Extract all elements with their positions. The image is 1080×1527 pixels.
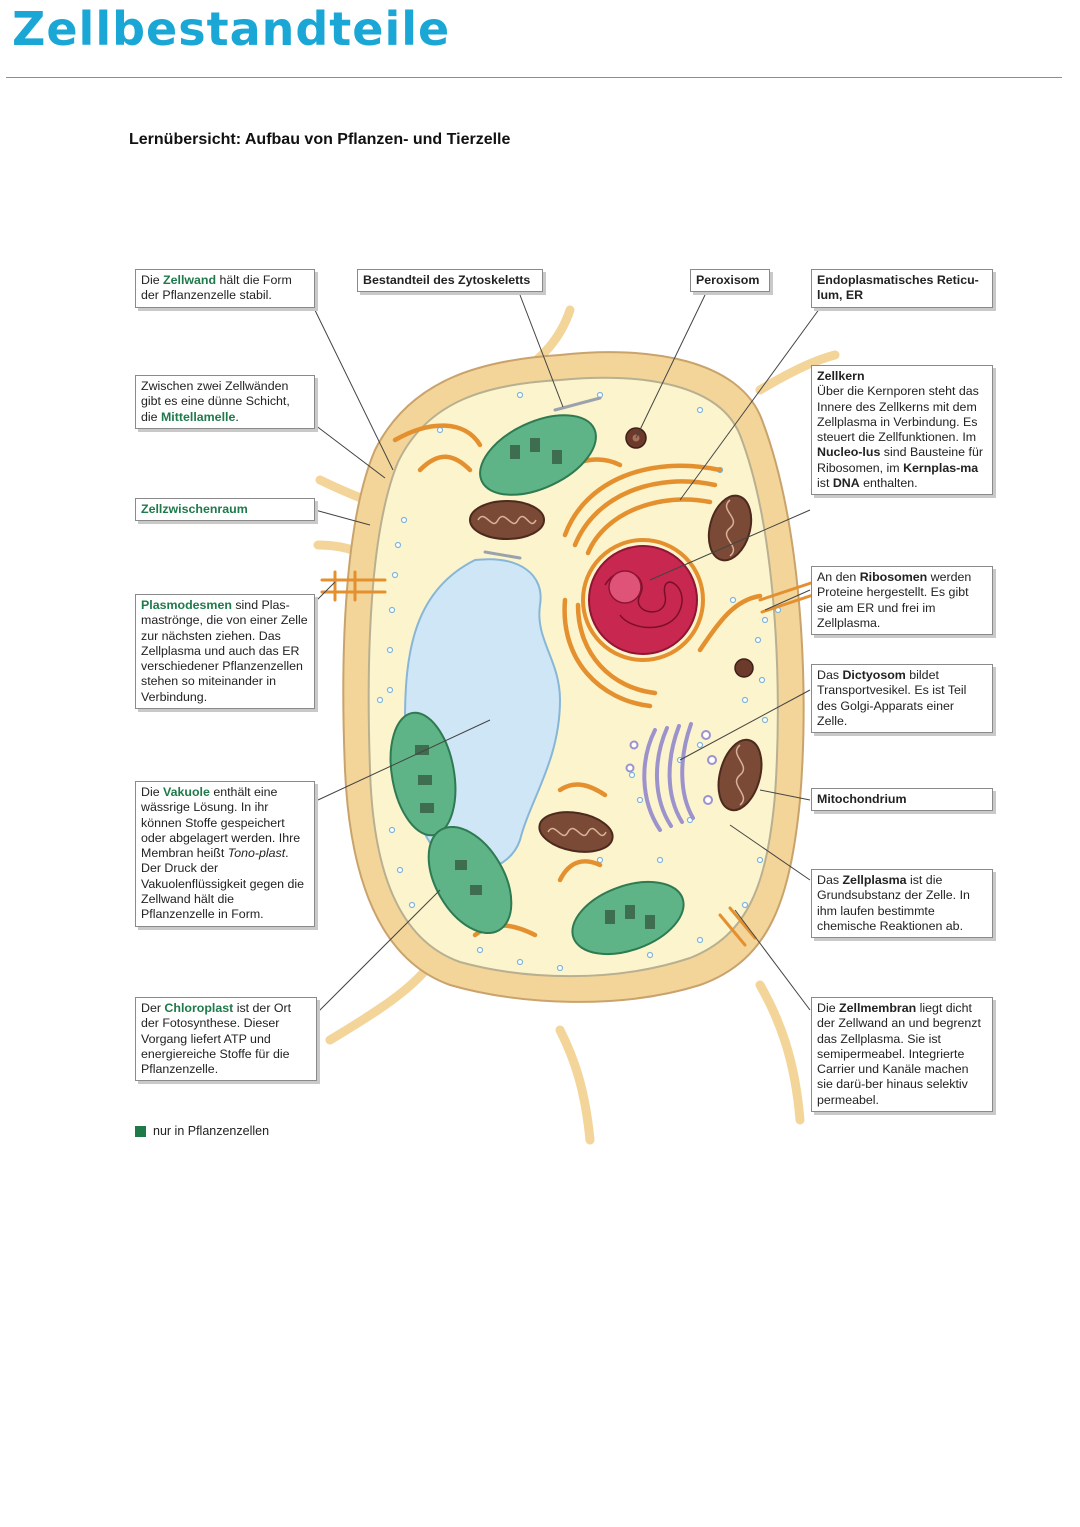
mitochondria [469, 494, 763, 853]
label-zellkern-b3: DNA [832, 476, 860, 491]
label-zellkern-t1: Über die Kernporen steht das Innere des … [817, 384, 979, 445]
label-zellwand: Die Zellwand hält die Form der Pflanzenz… [135, 269, 315, 308]
title-divider [6, 77, 1062, 78]
label-mittellamelle-term: Mittellamelle [160, 409, 236, 424]
label-mittellamelle-pre: Zwischen zwei Zellwänden gibt es eine dü… [141, 379, 290, 424]
label-mittellamelle: Zwischen zwei Zellwänden gibt es eine dü… [135, 375, 315, 429]
label-zellplasma-term: Zellplasma [842, 873, 907, 887]
label-vakuole-t2: . Der Druck der Vakuolenflüssigkeit gege… [141, 846, 305, 922]
label-plasmodesmen: Plasmodesmen sind Plas-maströnge, die vo… [135, 594, 315, 710]
label-zellmembran-post: liegt dicht der Zellwand an und begrenzt… [817, 1001, 981, 1107]
label-vakuole-t1: enthält eine wässrige Lösung. In ihr kön… [141, 785, 301, 861]
label-zellkern: Zellkern Über die Kernporen steht das In… [811, 365, 993, 496]
label-er-text: Endoplasmatisches Reticu-lum, ER [817, 273, 979, 303]
nucleus [588, 545, 698, 655]
label-vakuole: Die Vakuole enthält eine wässrige Lösung… [135, 781, 315, 927]
label-ribosomen-pre: An den [817, 570, 860, 584]
nucleus-envelope [581, 538, 705, 662]
label-zellmembran-pre: Die [817, 1001, 840, 1015]
mitochondria-cristae [477, 499, 745, 837]
label-zellkern-term: Zellkern [817, 369, 865, 383]
cytoskeleton-filament [553, 396, 602, 412]
label-zellzwischenraum-term: Zellzwischenraum [141, 502, 248, 516]
label-plasmodesmen-term: Plasmodesmen [141, 598, 232, 612]
label-zellkern-b2: Kernplas-ma [903, 460, 979, 475]
label-zytoskelett: Bestandteil des Zytoskeletts [357, 269, 543, 293]
label-zellmembran-term: Zellmembran [839, 1001, 917, 1015]
label-vakuole-term: Vakuole [163, 785, 210, 799]
peroxisome-2 [734, 658, 754, 678]
label-zellkern-t2: sind Bausteine für Ribosomen, im [817, 445, 983, 475]
legend: nur in Pflanzenzellen [135, 1124, 269, 1138]
label-ribosomen: An den Ribosomen werden Proteine hergest… [811, 566, 993, 636]
label-zellplasma-post: ist die Grundsubstanz der Zelle. In ihm … [817, 873, 970, 933]
label-peroxisom-text: Peroxisom [696, 273, 760, 287]
nucleolus [608, 570, 642, 604]
ribosome-dots [376, 391, 782, 972]
label-zellkern-t3: ist [817, 476, 833, 491]
label-dictyosom-post: bildet Transportvesikel. Es ist Teil des… [817, 668, 967, 728]
dictyosome [642, 722, 695, 832]
label-chloroplast-post: ist der Ort der Fotosynthese. Dieser Vor… [141, 1001, 292, 1077]
label-dictyosom: Das Dictyosom bildet Transportvesikel. E… [811, 664, 993, 734]
diagram-subtitle: Lernübersicht: Aufbau von Pflanzen- und … [129, 131, 511, 148]
label-zytoskelett-text: Bestandteil des Zytoskeletts [363, 273, 531, 287]
cytoskeleton-filament-2 [483, 550, 522, 560]
label-ribosomen-term: Ribosomen [859, 570, 928, 584]
label-zellplasma-pre: Das [817, 873, 843, 887]
label-mitochondrium-term: Mitochondrium [817, 792, 907, 806]
label-er: Endoplasmatisches Reticu-lum, ER [811, 269, 993, 308]
legend-text: nur in Pflanzenzellen [153, 1124, 270, 1138]
plasmodesmata [320, 570, 824, 947]
label-chloroplast-term: Chloroplast [164, 1001, 234, 1015]
label-chloroplast-pre: Der [141, 1001, 165, 1015]
label-zellmembran: Die Zellmembran liegt dicht der Zellwand… [811, 997, 993, 1113]
label-zellplasma: Das Zellplasma ist die Grundsubstanz der… [811, 869, 993, 939]
label-plasmodesmen-post: sind Plas-maströnge, die von einer Zelle… [141, 598, 308, 704]
label-dictyosom-pre: Das [817, 668, 843, 682]
label-zellwand-term: Zellwand [163, 273, 217, 287]
label-ribosomen-post: werden Proteine hergestellt. Es gibt sie… [817, 570, 972, 630]
chloroplasts [389, 414, 685, 956]
transport-vesicles [625, 730, 717, 805]
label-vakuole-pre: Die [141, 785, 164, 799]
label-peroxisom: Peroxisom [690, 269, 770, 293]
label-zellwand-post: hält die Form der Pflanzenzelle stabil. [141, 273, 292, 303]
label-zellkern-b1: Nucleo-lus [817, 445, 881, 460]
page-title: Zellbestandteile [12, 2, 451, 56]
label-dictyosom-term: Dictyosom [842, 668, 906, 682]
leader-lines [309, 294, 821, 1013]
label-mitochondrium: Mitochondrium [811, 788, 993, 812]
label-vakuole-italic: Tono-plast [227, 846, 286, 861]
grana [415, 438, 655, 929]
legend-swatch [135, 1125, 146, 1137]
label-chloroplast: Der Chloroplast ist der Ort der Fotosynt… [135, 997, 317, 1082]
label-mittellamelle-post: . [235, 409, 239, 424]
label-zellwand-pre: Die [141, 273, 164, 287]
label-zellkern-t4: enthalten. [859, 476, 918, 491]
neighbour-cell-walls [313, 305, 840, 1145]
endoplasmic-reticulum [392, 423, 763, 938]
label-zellzwischenraum: Zellzwischenraum [135, 498, 315, 522]
